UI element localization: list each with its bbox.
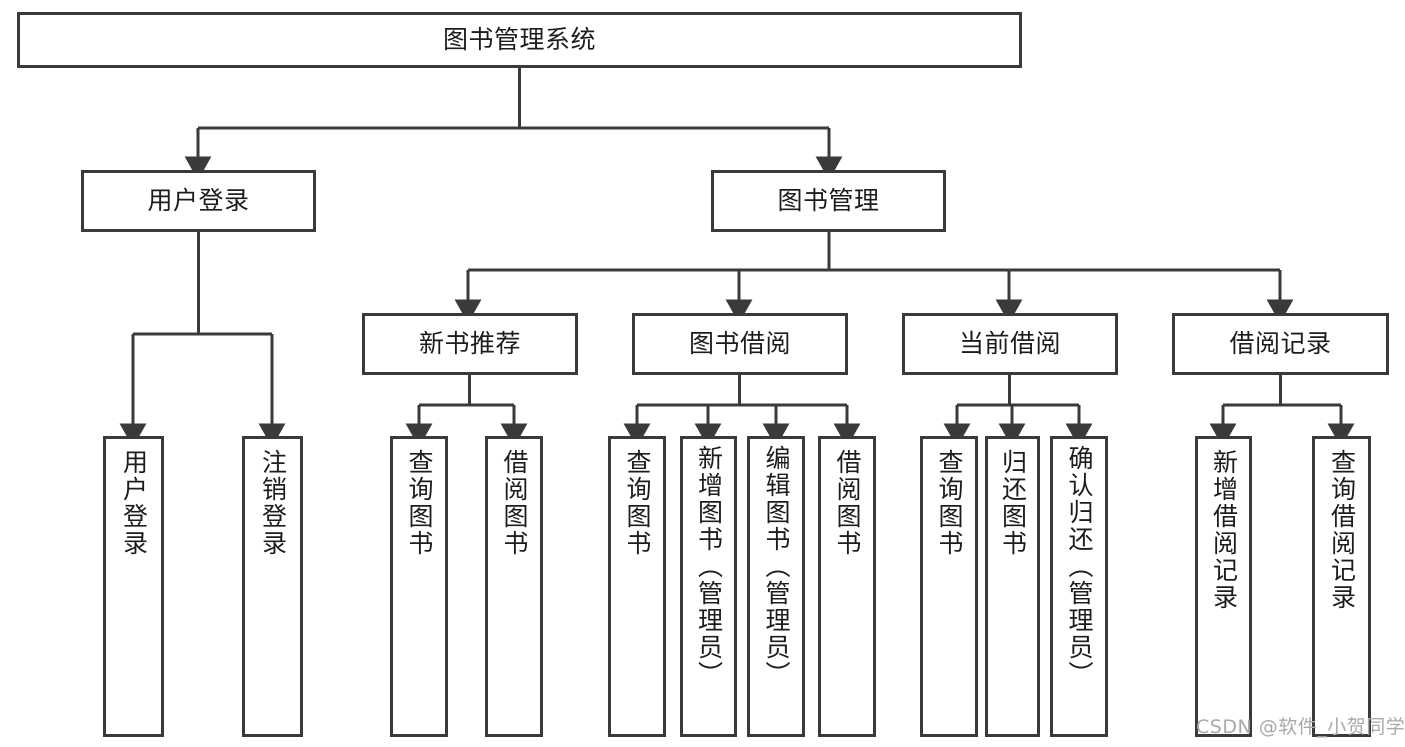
node-leaf-borrow-query-book-label: 查询图书 (623, 449, 652, 557)
node-leaf-records-query-record-label: 查询借阅记录 (1327, 449, 1357, 611)
node-leaf-user-login-signout-label: 注销登录 (258, 449, 288, 557)
node-new-book-recommend[interactable]: 新书推荐 (362, 313, 578, 375)
node-leaf-current-return-book-label: 归还图书 (998, 449, 1028, 557)
node-leaf-records-add-record[interactable]: 新增借阅记录 (1195, 436, 1252, 737)
node-root-book-management-system[interactable]: 图书管理系统 (17, 12, 1022, 68)
node-leaf-new-book-query[interactable]: 查询图书 (390, 436, 448, 737)
node-root-label: 图书管理系统 (442, 25, 596, 55)
node-leaf-current-query-book[interactable]: 查询图书 (920, 436, 978, 737)
node-leaf-new-book-borrow-label: 借阅图书 (500, 449, 529, 557)
node-leaf-borrow-borrow-book-label: 借阅图书 (833, 449, 862, 557)
node-leaf-borrow-edit-book-admin-label: 编辑图书（管理员） (762, 445, 791, 688)
node-leaf-borrow-borrow-book[interactable]: 借阅图书 (818, 436, 876, 737)
node-book-management[interactable]: 图书管理 (711, 170, 946, 232)
node-leaf-current-confirm-return-admin[interactable]: 确认归还（管理员） (1050, 436, 1108, 737)
node-book-management-label: 图书管理 (777, 186, 880, 216)
node-leaf-borrow-add-book-admin-label: 新增图书（管理员） (694, 445, 724, 688)
node-leaf-current-return-book[interactable]: 归还图书 (985, 436, 1040, 737)
node-user-login[interactable]: 用户登录 (81, 170, 316, 232)
node-borrow-records[interactable]: 借阅记录 (1172, 313, 1389, 375)
node-user-login-label: 用户登录 (147, 186, 250, 216)
node-leaf-new-book-query-label: 查询图书 (405, 449, 434, 557)
node-leaf-records-add-record-label: 新增借阅记录 (1209, 449, 1239, 611)
node-leaf-user-login-signin-label: 用户登录 (119, 449, 149, 557)
node-leaf-borrow-add-book-admin[interactable]: 新增图书（管理员） (680, 436, 737, 737)
node-borrow-records-label: 借阅记录 (1229, 329, 1332, 359)
node-leaf-records-query-record[interactable]: 查询借阅记录 (1312, 436, 1371, 737)
node-leaf-borrow-query-book[interactable]: 查询图书 (608, 436, 666, 737)
node-current-borrow[interactable]: 当前借阅 (902, 313, 1118, 375)
node-leaf-user-login-signin[interactable]: 用户登录 (103, 436, 164, 737)
node-new-book-recommend-label: 新书推荐 (418, 329, 521, 359)
node-leaf-current-confirm-return-admin-label: 确认归还（管理员） (1065, 445, 1094, 688)
node-leaf-current-query-book-label: 查询图书 (935, 449, 964, 557)
node-book-borrow-label: 图书借阅 (688, 329, 791, 359)
node-current-borrow-label: 当前借阅 (958, 329, 1061, 359)
node-book-borrow[interactable]: 图书借阅 (632, 313, 848, 375)
node-leaf-user-login-signout[interactable]: 注销登录 (242, 436, 303, 737)
node-leaf-new-book-borrow[interactable]: 借阅图书 (485, 436, 543, 737)
node-leaf-borrow-edit-book-admin[interactable]: 编辑图书（管理员） (747, 436, 805, 737)
